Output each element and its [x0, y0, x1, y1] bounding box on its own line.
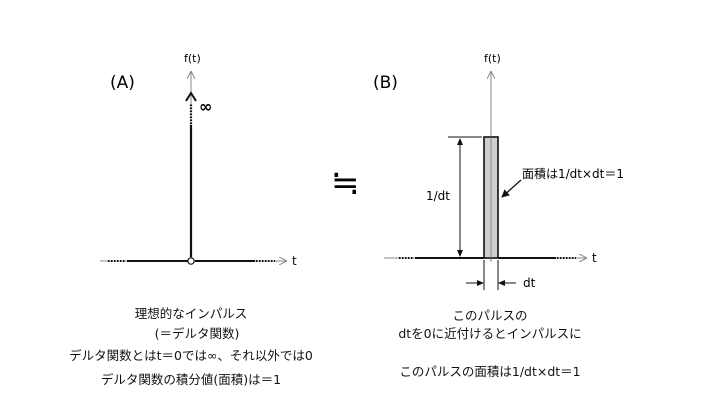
- panel-b-height-arrow-up: [457, 138, 463, 145]
- panel-a: (A) f(t) t ∞: [100, 52, 297, 268]
- panel-a-caption-line-2: (＝デルタ関数): [154, 326, 240, 341]
- panel-a-infinity-symbol: ∞: [199, 97, 212, 116]
- panel-a-y-axis-label: f(t): [184, 52, 201, 65]
- panel-b-height-label: 1/dt: [426, 189, 450, 203]
- panel-a-caption-line-3: デルタ関数とはt＝0では∞、それ以外では0: [69, 348, 313, 363]
- panel-b: (B) f(t) t 1/dt dt 面積は1/dt×dt＝1: [373, 52, 624, 290]
- panel-b-height-arrow-down: [457, 250, 463, 257]
- panel-b-label: (B): [373, 73, 398, 93]
- panel-b-area-leader: [501, 179, 522, 198]
- panel-b-caption-line-1: このパルスの: [452, 308, 528, 323]
- panel-b-width-arrow-right: [498, 280, 505, 286]
- panel-a-origin-marker: [187, 257, 195, 265]
- panel-b-x-axis-label: t: [592, 251, 597, 265]
- panel-a-caption-line-4: デルタ関数の積分値(面積)は＝1: [100, 372, 282, 387]
- panel-a-x-axis-label: t: [292, 254, 297, 268]
- panel-b-width-arrow-left: [477, 280, 484, 286]
- panel-b-y-axis-label: f(t): [484, 52, 501, 65]
- panel-a-caption-line-1: 理想的なインパルス: [134, 306, 248, 321]
- panel-b-width-label: dt: [523, 276, 536, 290]
- approx-equal-symbol: ≒: [331, 163, 360, 203]
- panel-a-label: (A): [110, 73, 135, 93]
- panel-b-caption-line-3: このパルスの面積は1/dt×dt＝1: [399, 364, 581, 379]
- panel-b-caption-line-2: dtを0に近付けるとインパルスに: [398, 326, 582, 341]
- panel-b-area-label: 面積は1/dt×dt＝1: [522, 166, 624, 181]
- panel-a-impulse-arrowhead: [185, 91, 197, 102]
